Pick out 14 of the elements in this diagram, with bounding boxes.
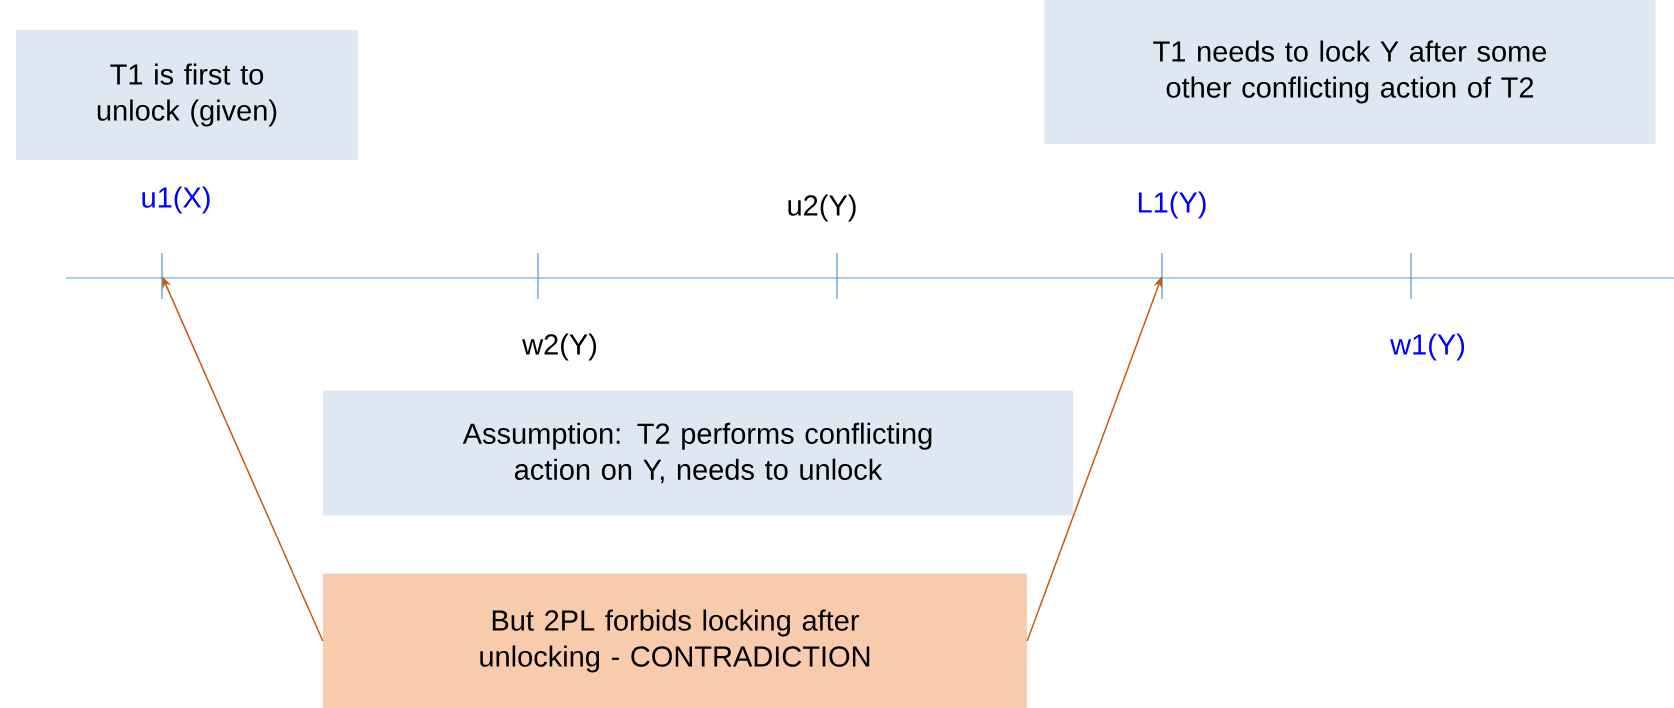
event-label: u1(X) [142, 186, 210, 214]
note-box: T1 needs to lock Y after some other conflicting action of T2 [1044, 0, 1656, 144]
tick-mark [1410, 253, 1412, 299]
tick-mark [836, 253, 838, 299]
note-box: T1 is first to unlock (given) [16, 30, 358, 160]
tick-mark [537, 253, 539, 299]
event-label: L1(Y) [1138, 191, 1206, 219]
event-label: u2(Y) [788, 194, 856, 222]
event-label: w2(Y) [522, 333, 597, 361]
event-label: w1(Y) [1390, 333, 1465, 361]
tick-mark [161, 253, 163, 299]
note-box: Assumption: T2 performs conflicting action on Y, needs to unlock [323, 390, 1073, 516]
conclusion-box: But 2PL forbids locking after unlocking - CONTRADICTION [323, 573, 1027, 708]
tick-mark [1161, 253, 1163, 299]
